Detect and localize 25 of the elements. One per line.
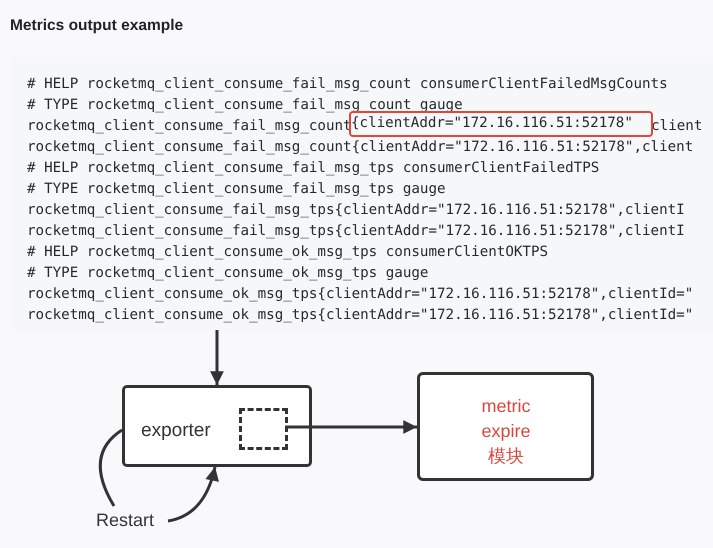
placeholder-box bbox=[239, 408, 288, 450]
arrow bbox=[285, 420, 418, 434]
text-label: Restart bbox=[96, 510, 154, 532]
code-line: # TYPE rocketmq_client_consume_fail_msg_tps gauge bbox=[27, 180, 446, 199]
code-line: rocketmq_client_consume_ok_msg_tps{clientAddr="172.16.116.51:52178",clientId=" bbox=[27, 306, 694, 325]
module-box bbox=[417, 372, 594, 481]
heading: Metrics output example bbox=[10, 17, 184, 35]
code-line: client bbox=[651, 117, 702, 136]
arrow bbox=[210, 330, 224, 386]
code-line: # TYPE rocketmq_client_consume_ok_msg_tps gauge bbox=[27, 264, 428, 283]
code-line: rocketmq_client_consume_fail_msg_tps{clientAddr="172.16.116.51:52178",clientI bbox=[27, 222, 685, 241]
highlight-box bbox=[349, 111, 653, 137]
code-line: rocketmq_client_consume_fail_msg_count bbox=[27, 117, 352, 136]
box-label: exporter bbox=[141, 421, 211, 440]
code-line: rocketmq_client_consume_fail_msg_tps{clientAddr="172.16.116.51:52178",clientI bbox=[27, 201, 685, 220]
box-label: metric expire 模块 bbox=[480, 395, 532, 468]
code-text: {clientAddr="172.16.116.51:52178" bbox=[351, 114, 633, 133]
code-line: # HELP rocketmq_client_consume_ok_msg_tps consumerClientOKTPS bbox=[27, 243, 548, 262]
code-line: # HELP rocketmq_client_consume_fail_msg_tps consumerClientFailedTPS bbox=[27, 159, 600, 178]
code-line: rocketmq_client_consume_ok_msg_tps{clientAddr="172.16.116.51:52178",clientId=" bbox=[27, 285, 694, 304]
code-line: # HELP rocketmq_client_consume_fail_msg_count consumerClientFailedMsgCounts bbox=[27, 75, 668, 94]
process-box bbox=[122, 385, 312, 467]
code-line: rocketmq_client_consume_fail_msg_count{clientAddr="172.16.116.51:52178",client bbox=[27, 138, 694, 157]
arrow bbox=[168, 466, 219, 522]
connector-line bbox=[98, 428, 123, 507]
